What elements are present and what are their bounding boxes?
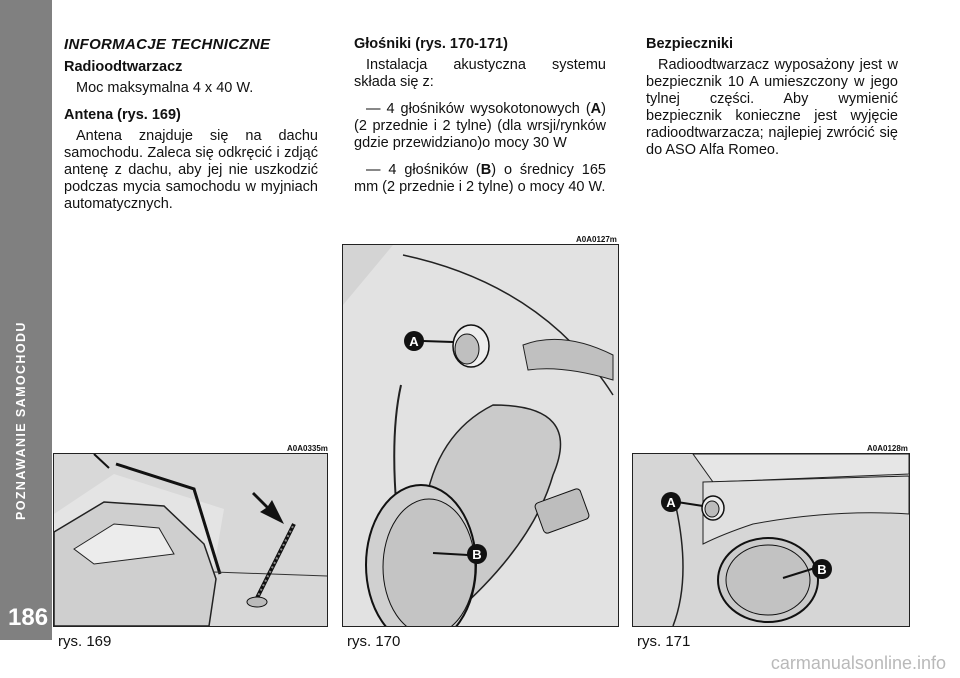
column-1: INFORMACJE TECHNICZNE Radioodtwarzacz Mo… [64,36,318,223]
figure-code-169: A0A0335m [287,444,328,453]
paragraph-radio-power: Moc maksymalna 4 x 40 W. [76,80,254,96]
side-tab: POZNAWANIE SAMOCHODU 186 [0,0,52,640]
caption-169: rys. 169 [58,633,112,650]
subheading-fuses: Bezpieczniki [646,36,734,52]
caption-170: rys. 170 [347,633,401,650]
page-number: 186 [8,604,49,631]
list-item-woofers: — 4 głośników (B) o średnicy 165 mm (2 p… [354,162,606,195]
paragraph-antenna: Antena znajduje się na dachu samochodu. … [64,128,318,212]
caption-171: rys. 171 [637,633,691,650]
section-title: POZNAWANIE SAMOCHODU [14,321,28,520]
figure-169-antenna [53,453,328,627]
svg-text:A: A [666,495,676,510]
figure-171-label-b: B [811,558,833,585]
figure-code-170: A0A0127m [576,235,617,244]
svg-text:B: B [817,562,826,577]
paragraph-speakers-intro: Instalacja akustyczna systemu składa się… [354,57,606,90]
subheading-speakers: Głośniki (rys. 170-171) [354,36,508,52]
column-3: Bezpieczniki Radioodtwarzacz wyposażony … [646,36,898,169]
paragraph-fuses: Radioodtwarzacz wyposażony jest w bezpie… [646,57,898,158]
svg-text:B: B [472,547,481,562]
subheading-antenna: Antena (rys. 169) [64,107,181,123]
figure-171-rear-speakers [632,453,910,627]
figure-170-label-a: A [403,330,425,357]
figure-170-label-b: B [466,543,488,570]
subheading-radio: Radioodtwarzacz [64,59,183,75]
figure-code-171: A0A0128m [867,444,908,453]
svg-text:A: A [409,334,419,349]
figure-171-label-a: A [660,491,682,518]
list-item-tweeters: — 4 głośników wysokotonowych (A) (2 prze… [354,101,606,151]
watermark: carmanualsonline.info [770,653,946,673]
column-2: Głośniki (rys. 170-171) Instalacja akust… [354,36,606,206]
section-heading: INFORMACJE TECHNICZNE [64,36,271,53]
